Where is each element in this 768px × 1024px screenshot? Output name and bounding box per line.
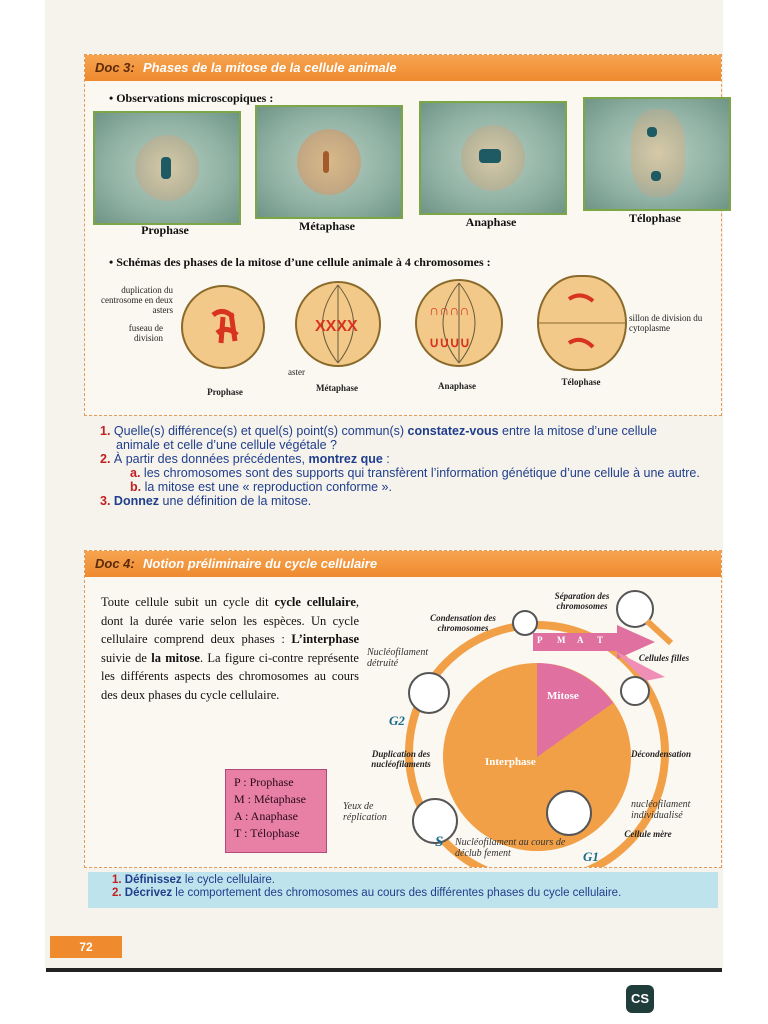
micro-metaphase — [255, 105, 403, 219]
doc4-question-2: 2. Décrivez le comportement des chromoso… — [112, 887, 622, 899]
spindle-icon: XXXX — [315, 284, 358, 364]
hand-g1: G1 — [583, 849, 599, 864]
micro-caption-telophase: Télophase — [628, 211, 681, 225]
schema-heading: • Schémas des phases de la mitose d’une … — [109, 255, 491, 269]
chromosomes-icon — [539, 293, 625, 349]
doc3-questions: 1. Quelle(s) différence(s) et quel(s) po… — [100, 424, 700, 508]
schema-anaphase: ∩∩∩∩ ∪∪∪∪ — [415, 279, 503, 367]
hand-g2: G2 — [389, 713, 405, 728]
doc3-label: Doc 3: — [95, 60, 135, 75]
nucleus-icon — [408, 672, 450, 714]
micro-prophase — [93, 111, 241, 225]
legend-item: M : Métaphase — [234, 792, 306, 806]
hand-nucleo-cours: Nucléofilament au cours de déclub fement — [455, 837, 566, 859]
camscanner-logo: CS — [626, 985, 654, 1013]
doc4-paragraph: Toute cellule subit un cycle dit cycle c… — [101, 595, 359, 702]
spindle-icon: ∩∩∩∩ ∪∪∪∪ — [429, 282, 476, 364]
micro-caption-anaphase: Anaphase — [465, 215, 517, 229]
daughter-cell-icon — [620, 676, 650, 706]
doc4-questions-bar — [88, 872, 718, 908]
doc4-title: Notion préliminaire du cycle cellulaire — [143, 556, 378, 571]
micro-caption-metaphase: Métaphase — [299, 219, 355, 233]
schema-caption-metaphase: Métaphase — [316, 383, 358, 393]
phase-legend: P : Prophase M : Métaphase A : Anaphase … — [225, 769, 327, 853]
schema-telophase — [537, 275, 627, 371]
doc4-header: Doc 4: Notion préliminaire du cycle cell… — [85, 551, 721, 577]
question-2: 2. À partir des données précédentes, mon… — [100, 452, 390, 466]
schema-caption-prophase: Prophase — [207, 387, 243, 397]
micro-telophase — [583, 97, 731, 211]
magnifier-handle — [644, 618, 674, 646]
mitose-sector — [537, 663, 613, 757]
micro-anaphase — [419, 101, 567, 215]
obs-heading: • Observations microscopiques : — [109, 91, 274, 105]
annot-sillon: sillon de division du cytoplasme — [629, 313, 703, 333]
label-decondensation: Décondensation — [630, 749, 691, 759]
daughter-cell-icon — [616, 590, 654, 628]
annot-duplication: duplication du centrosome en deux asters — [101, 285, 173, 315]
label-condensation: Condensation des chromosomes — [430, 613, 496, 633]
hand-nucleo-detruit: Nucléofilament détruité — [367, 647, 429, 669]
svg-text:∪∪∪∪: ∪∪∪∪ — [429, 334, 470, 350]
pmat-m: M — [557, 635, 566, 645]
nucleus-icon — [412, 798, 458, 844]
schema-caption-telophase: Télophase — [561, 377, 601, 387]
pmat-a: A — [577, 635, 584, 645]
pmat-arrow — [533, 625, 665, 681]
svg-text:XXXX: XXXX — [315, 318, 358, 335]
hand-yeux: Yeux de réplication — [343, 801, 387, 823]
label-duplication: Duplication des nucléofilaments — [371, 749, 431, 769]
pmat-p: P — [537, 635, 543, 645]
doc4-label: Doc 4: — [95, 556, 135, 571]
doc4-box: Doc 4: Notion préliminaire du cycle cell… — [84, 550, 722, 868]
hand-s: S — [435, 834, 444, 850]
annot-fuseau: fuseau de division — [128, 323, 163, 343]
question-2b: b. la mitose est une « reproduction conf… — [130, 480, 392, 494]
micro-caption-prophase: Prophase — [141, 223, 189, 237]
pmat-t: T — [597, 635, 604, 645]
question-2a: a. les chromosomes sont des supports qui… — [130, 466, 700, 480]
doc4-question-1: 1. Définissez le cycle cellulaire. — [112, 874, 276, 886]
legend-item: P : Prophase — [234, 775, 294, 789]
label-cellule-mere: Cellule mère — [624, 829, 672, 839]
doc3-title: Phases de la mitose de la cellule animal… — [143, 60, 397, 75]
label-mitose: Mitose — [547, 690, 579, 702]
annot-aster: aster — [288, 367, 305, 377]
question-1: 1. Quelle(s) différence(s) et quel(s) po… — [100, 424, 657, 452]
schema-prophase — [181, 285, 265, 369]
nucleus-icon — [512, 610, 538, 636]
label-separation: Séparation des chromosomes — [554, 591, 610, 611]
label-cellules-filles: Cellules filles — [638, 653, 690, 663]
nucleus-icon — [546, 790, 592, 836]
cell-cycle-diagram — [405, 590, 674, 867]
doc4-questions: 1. Définissez le cycle cellulaire. 2. Dé… — [112, 874, 712, 900]
label-interphase: Interphase — [485, 756, 536, 768]
schema-caption-anaphase: Anaphase — [437, 381, 476, 391]
page-number: 72 — [50, 936, 122, 958]
hand-nucleo-individual: nucléofilament individualisé — [631, 799, 691, 821]
legend-item: T : Télophase — [234, 826, 300, 840]
doc3-box: Doc 3: Phases de la mitose de la cellule… — [84, 54, 731, 416]
legend-item: A : Anaphase — [234, 809, 298, 823]
schema-metaphase: XXXX — [295, 281, 381, 367]
page-edge — [46, 968, 722, 972]
doc3-header: Doc 3: Phases de la mitose de la cellule… — [85, 55, 721, 81]
question-3: 3. Donnez une définition de la mitose. — [100, 494, 312, 508]
svg-text:∩∩∩∩: ∩∩∩∩ — [429, 302, 469, 318]
chromosomes-icon — [211, 309, 239, 344]
